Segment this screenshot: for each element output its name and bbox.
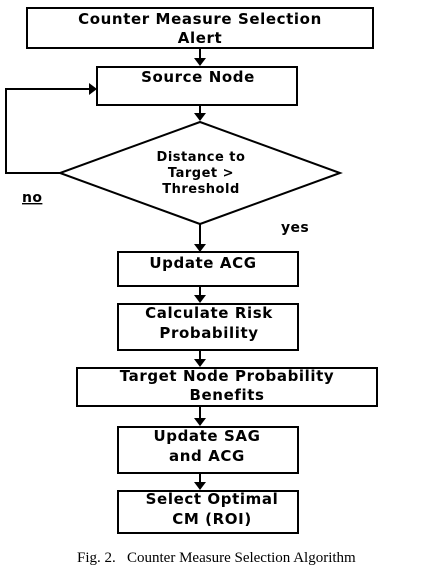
sag-line-1: Update SAG (153, 427, 260, 445)
arrowhead-risk-target (194, 359, 206, 367)
risk-line-1: Calculate Risk (145, 304, 273, 322)
arrowhead-source-decision (194, 113, 206, 121)
target-line-1: Target Node Probability (120, 367, 335, 385)
alert-box (26, 7, 374, 49)
no-branch-label: no (22, 190, 42, 206)
risk-line-2: Probability (159, 324, 258, 342)
source-node-label: Source Node (141, 68, 255, 86)
optimal-line-1: Select Optimal (146, 490, 279, 508)
optimal-line-2: CM (ROI) (172, 510, 252, 528)
update-sag-box (117, 426, 299, 474)
target-benefits-box (76, 367, 378, 407)
alert-line-1: Counter Measure Selection (78, 10, 322, 28)
update-acg-label: Update ACG (149, 254, 256, 272)
arrowhead-alert-source (194, 58, 206, 66)
sag-line-2: and ACG (169, 447, 245, 465)
update-acg-box (117, 251, 299, 287)
arrowhead-no-loop (89, 83, 97, 95)
decision-line-1: Distance to (157, 150, 246, 165)
alert-line-2: Alert (178, 29, 223, 47)
arrowhead-target-sag (194, 418, 206, 426)
arrowhead-acg-risk (194, 295, 206, 303)
figure-caption: Fig. 2. Counter Measure Selection Algori… (77, 550, 356, 566)
risk-probability-box (117, 303, 299, 351)
arrowhead-decision-acg (194, 244, 206, 252)
decision-line-2: Target > (168, 166, 234, 181)
select-optimal-box (117, 490, 299, 534)
no-loop-connector (5, 88, 89, 174)
source-node-box (96, 66, 298, 106)
yes-branch-label: yes (281, 220, 309, 236)
arrowhead-sag-optimal (194, 482, 206, 490)
decision-line-3: Threshold (162, 182, 240, 197)
target-line-2: Benefits (189, 386, 264, 404)
